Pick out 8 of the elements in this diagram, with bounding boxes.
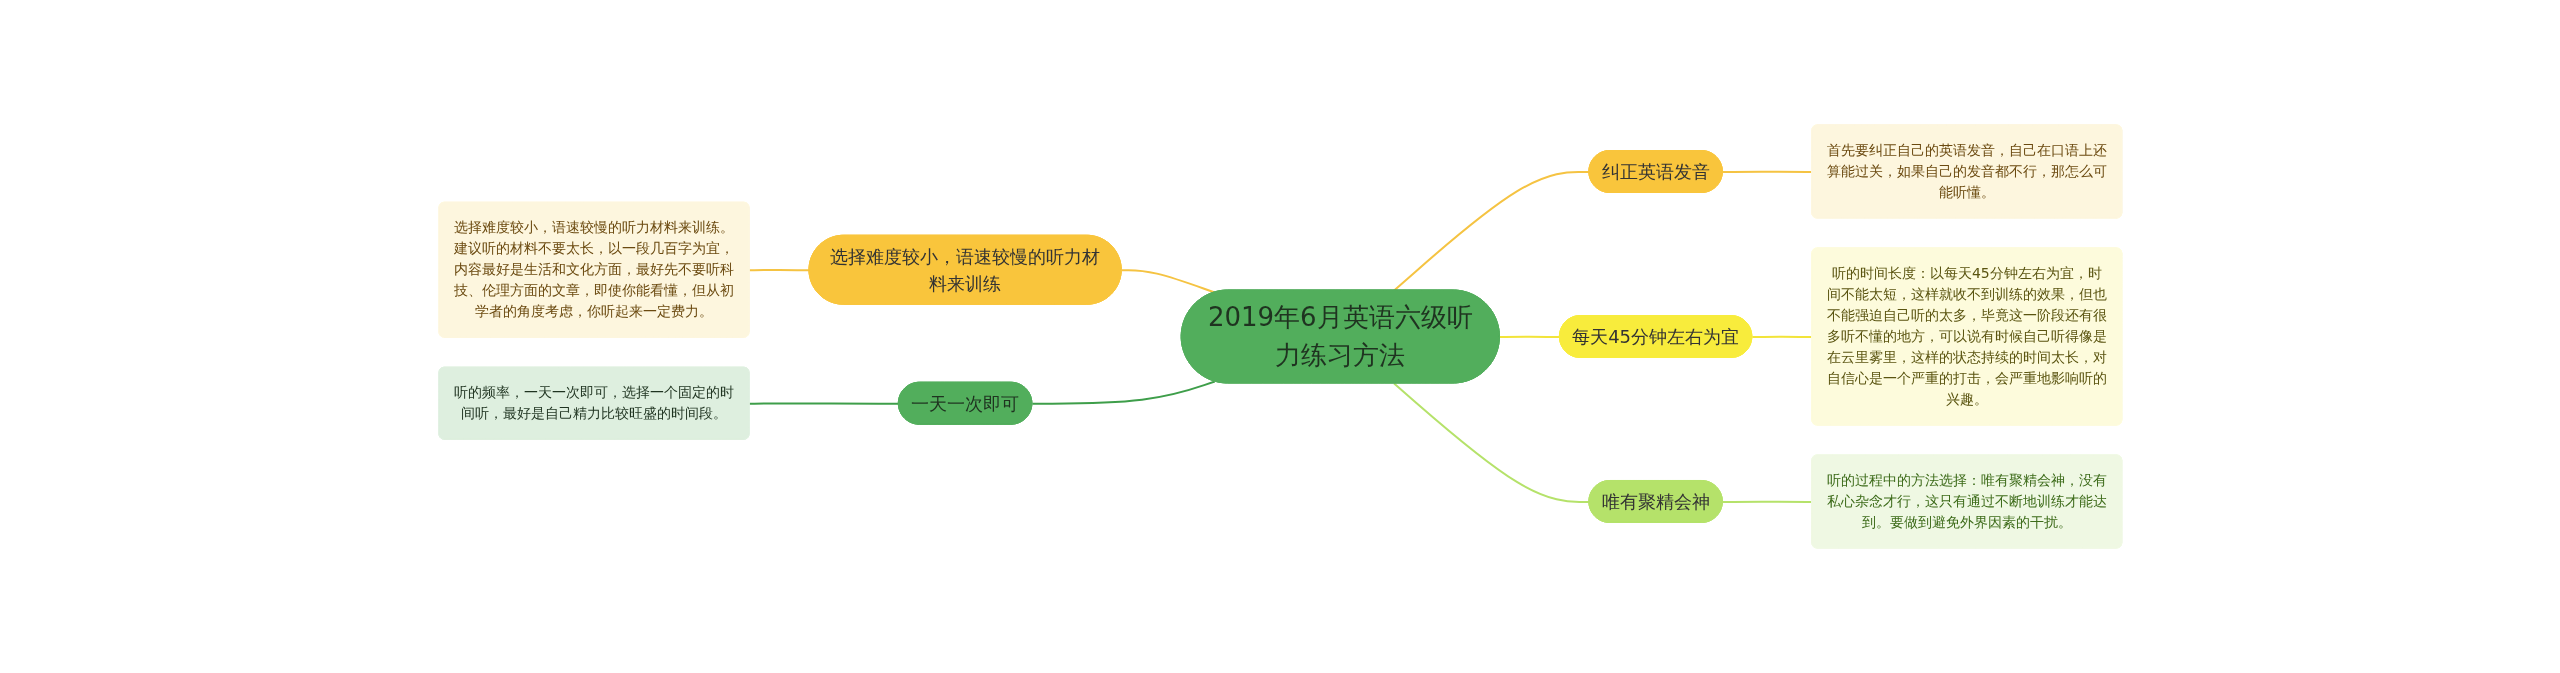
connector xyxy=(1392,170,1590,292)
connector xyxy=(1721,500,1813,503)
connector xyxy=(1030,380,1216,405)
connector xyxy=(1392,382,1590,503)
connector xyxy=(1721,170,1813,173)
connector xyxy=(1120,269,1216,294)
connector xyxy=(1498,335,1561,338)
connector xyxy=(1750,335,1813,338)
